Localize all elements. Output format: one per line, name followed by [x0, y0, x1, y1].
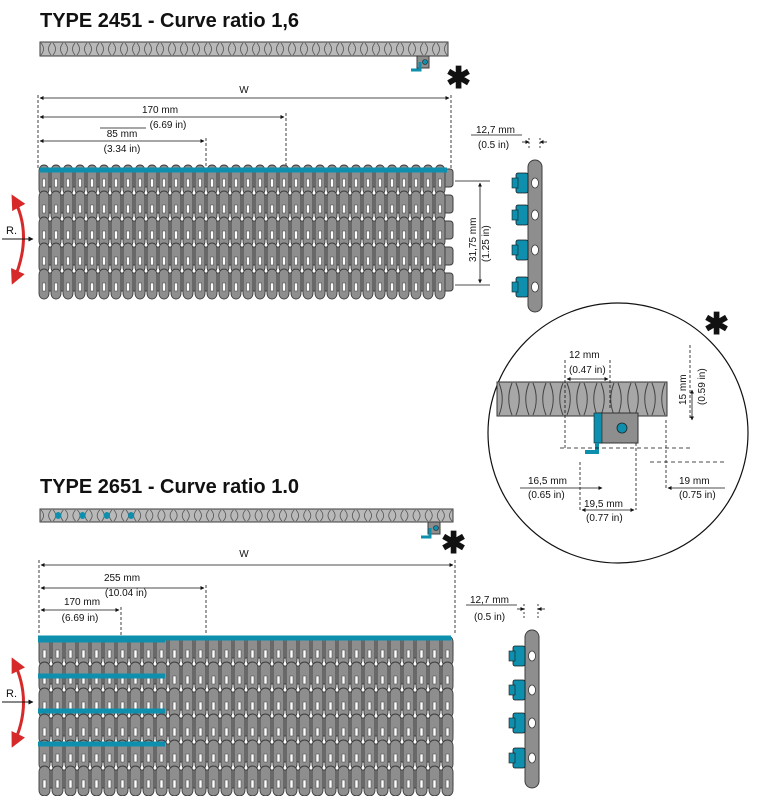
type2651-belt-plan-view	[38, 635, 454, 796]
type2651-title: TYPE 2651 - Curve ratio 1.0	[40, 476, 299, 498]
type2651-pitch-mm: 12,7 mm	[470, 595, 509, 606]
type2651-side-view-chain	[508, 629, 540, 789]
type2651-dimension-lines	[38, 560, 456, 635]
type2451-85mm-label: 85 mm	[107, 129, 138, 140]
detail-15in: (0.59 in)	[697, 368, 708, 405]
detail-165in: (0.65 in)	[528, 490, 565, 501]
detail-12in: (0.47 in)	[569, 365, 606, 376]
type2451-pitch-dimension	[471, 134, 547, 150]
type2651-pitch-in: (0.5 in)	[474, 612, 505, 623]
type2651-curve-direction-arrow	[2, 657, 34, 748]
type2451-170in-label: (6.69 in)	[150, 120, 187, 131]
detail-dimension-lines	[520, 345, 725, 512]
detail-195in: (0.77 in)	[586, 513, 623, 524]
type2451-side-link-bracket	[411, 55, 430, 72]
detail-165mm: 16,5 mm	[528, 476, 567, 487]
type2451-pitch-mm: 12,7 mm	[476, 125, 515, 136]
type2451-w-label: W	[239, 85, 249, 96]
detail-bracket	[585, 412, 639, 454]
detail-195mm: 19,5 mm	[584, 499, 623, 510]
type2451-top-view-strip	[39, 41, 449, 57]
type2651-170mm-label: 170 mm	[64, 597, 100, 608]
type2451-pitch-in: (0.5 in)	[478, 140, 509, 151]
type2451-belt-plan-view	[38, 164, 454, 300]
type2451-height-dimension	[455, 180, 490, 286]
type2651-top-view-strip	[39, 508, 454, 523]
detail-15mm: 15 mm	[678, 374, 689, 405]
type2451-height-mm: 31,75 mm	[468, 218, 479, 262]
detail-belt-segment	[496, 381, 668, 417]
type2651-side-link-bracket	[421, 521, 441, 539]
detail-19in: (0.75 in)	[679, 490, 716, 501]
type2451-dimension-lines	[37, 95, 452, 170]
type2651-pitch-dimension	[466, 604, 545, 618]
type2451-asterisk: ✱	[446, 62, 471, 95]
type2651-w-label: W	[239, 549, 249, 560]
type2451-85in-label: (3.34 in)	[104, 144, 141, 155]
type2651-255mm-label: 255 mm	[104, 573, 140, 584]
type2651-asterisk: ✱	[441, 527, 466, 560]
type2451-side-view-chain	[511, 159, 543, 313]
detail-asterisk: ✱	[704, 308, 729, 341]
type2451-curve-direction-arrow	[2, 194, 34, 285]
type2451-title: TYPE 2451 - Curve ratio 1,6	[40, 10, 299, 32]
type2651-170in-label: (6.69 in)	[62, 613, 99, 624]
type2651-255in-label: (10.04 in)	[105, 588, 147, 599]
detail-19mm: 19 mm	[679, 476, 710, 487]
type2451-radius-label: R.	[6, 225, 17, 237]
type2451-170mm-label: 170 mm	[142, 105, 178, 116]
type2651-radius-label: R.	[6, 688, 17, 700]
detail-12mm: 12 mm	[569, 350, 600, 361]
type2451-height-in: (1.25 in)	[481, 225, 492, 262]
